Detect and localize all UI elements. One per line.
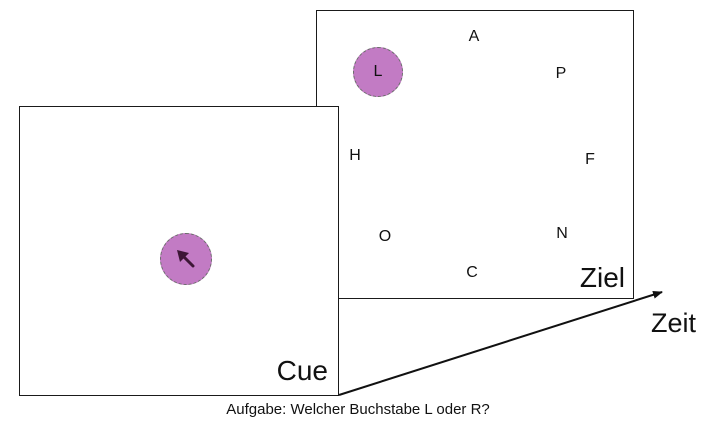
target-marker: L — [353, 47, 403, 97]
cue-marker — [160, 233, 212, 285]
target-panel: L A P H F O N C Ziel — [316, 10, 634, 299]
target-letter-a: A — [468, 28, 480, 45]
target-letter-n: N — [556, 225, 568, 242]
target-letter-h: H — [349, 147, 361, 164]
target-letter-p: P — [555, 65, 567, 82]
target-marked-letter: L — [373, 63, 383, 80]
target-letter-f: F — [585, 151, 595, 168]
arrow-up-left-icon — [177, 250, 195, 268]
target-letter-o: O — [378, 228, 392, 245]
cue-panel-label: Cue — [276, 355, 328, 386]
time-axis-label: Zeit — [651, 308, 697, 338]
cue-panel: Cue — [19, 106, 339, 396]
target-letter-c: C — [466, 264, 478, 281]
target-panel-label: Ziel — [579, 262, 625, 293]
task-caption: Aufgabe: Welcher Buchstabe L oder R? — [226, 401, 490, 418]
